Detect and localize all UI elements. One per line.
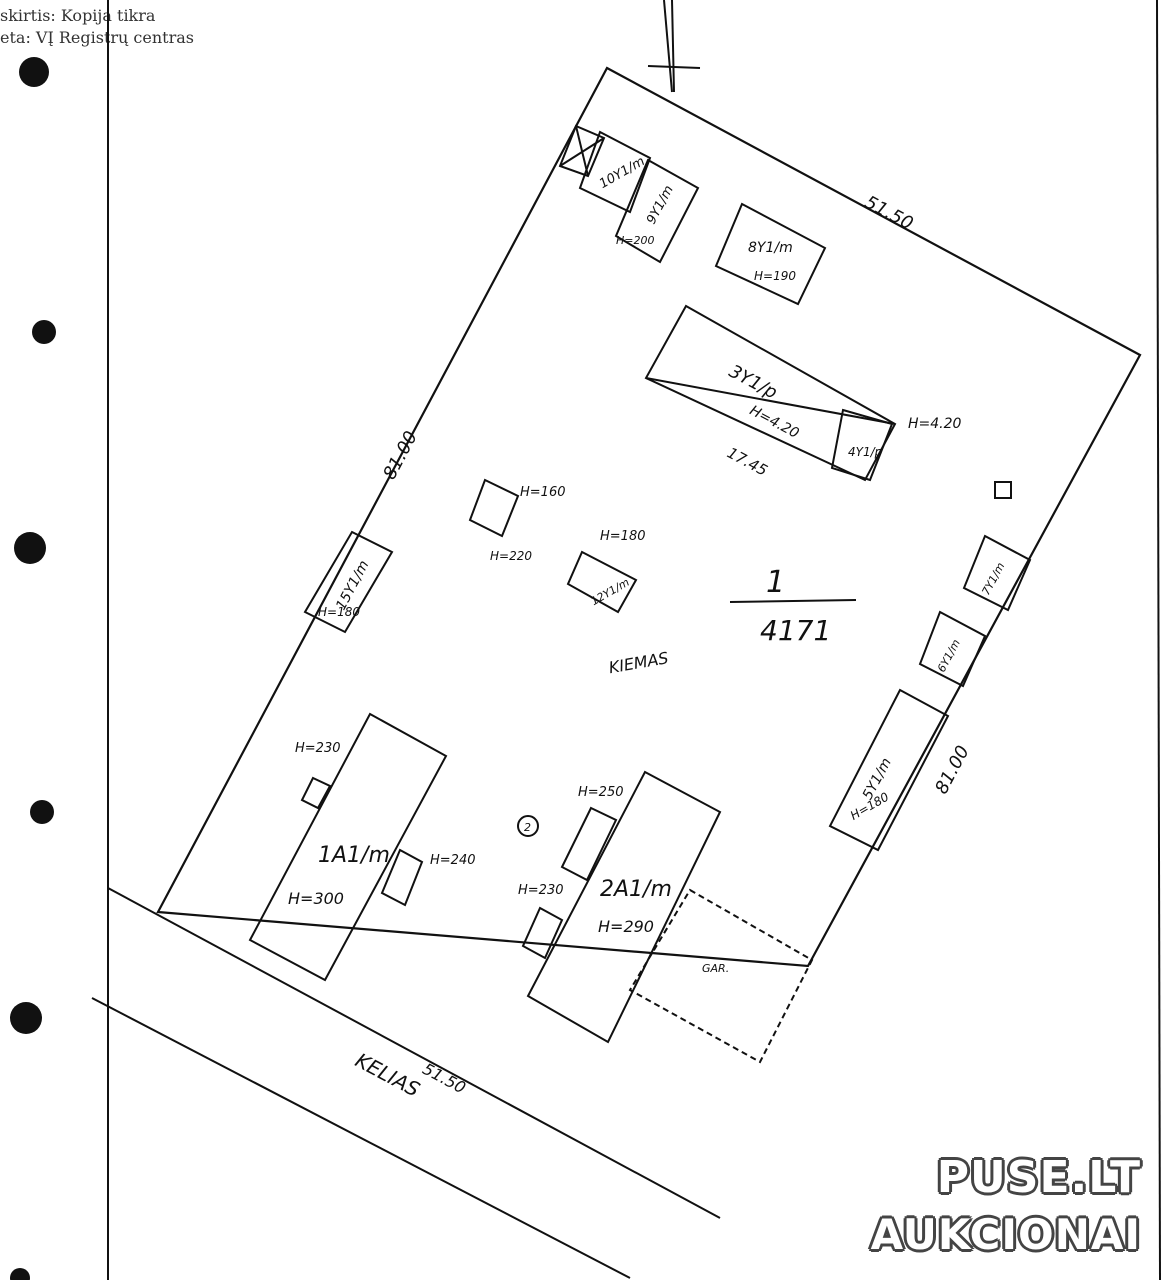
binder-hole (10, 1002, 42, 1034)
ext-1-height: H=250 (578, 785, 623, 800)
boundary-bottom-label: 51.50 (420, 1059, 469, 1097)
building-12Y-code: 12Y1/m (589, 576, 632, 608)
building-11Y-diagonal-2 (575, 125, 589, 177)
building-4Y-code: 4Y1/p (848, 445, 883, 459)
north-arrow-icon (647, 0, 701, 93)
plot-number: 1 (766, 565, 785, 600)
building-1A-code: 1A1/m (318, 843, 390, 868)
plot-area: 4171 (760, 614, 831, 647)
building-1-annex (380, 848, 424, 907)
header-line-2: eta: VĮ Registrų centras (0, 28, 194, 47)
building-2a-ext-2 (521, 906, 564, 960)
ext-1a-height: H=230 (295, 741, 340, 756)
binder-hole (30, 800, 54, 824)
building-9Y-height: H=200 (616, 234, 654, 247)
well-marker (994, 481, 1012, 499)
binder-holes (10, 57, 56, 1280)
building-12Y-height: H=180 (600, 529, 645, 544)
building-6Y (918, 610, 987, 688)
building-2a-ext-1 (560, 806, 618, 882)
binder-hole (32, 320, 56, 344)
building-8Y (714, 202, 827, 306)
yard-label: KIEMAS (607, 648, 670, 677)
annex-height: H=240 (430, 853, 475, 868)
building-7Y-code: 7Y1/m (979, 560, 1007, 597)
building-8Y-code: 8Y1/m (748, 240, 793, 256)
building-3Y-height: H=4.20 (747, 403, 802, 442)
building-2A-height: H=290 (598, 917, 654, 936)
plot-fraction-line (729, 599, 857, 603)
building-2A-code: 2A1/m (600, 877, 672, 902)
watermark-line-1: PUSE.LT (936, 1152, 1141, 1203)
garage-label: GAR. (702, 962, 729, 975)
building-8Y-height: H=190 (754, 269, 796, 283)
building-13Y (468, 478, 520, 538)
building-15Y (303, 530, 394, 634)
building-1a-extension (300, 776, 332, 810)
building-2A (526, 770, 722, 1044)
garage (628, 888, 814, 1064)
plot-boundary (156, 66, 1142, 968)
binder-hole (19, 57, 49, 87)
building-3Y-diagonal (645, 377, 896, 425)
road-label: KELIAS (351, 1048, 424, 1102)
building-5Y (828, 688, 950, 852)
building-14Y-height: H=220 (490, 549, 532, 563)
building-12Y (566, 550, 638, 614)
watermark-line-2: AUKCIONAI (870, 1210, 1141, 1259)
building-3Y-length: 17.45 (724, 444, 770, 480)
road (91, 887, 721, 1279)
ext-2-height: H=230 (518, 883, 563, 898)
building-1A-height: H=300 (288, 889, 344, 908)
building-1A (248, 712, 448, 982)
building-15Y-height: H=180 (318, 605, 360, 619)
binder-hole (14, 532, 46, 564)
boundary-top-label: 51.50 (861, 192, 916, 235)
building-3Y (644, 304, 897, 482)
point-marker-label: 2 (524, 821, 531, 834)
boundary-left-label: 81.00 (379, 428, 422, 483)
right-margin-line (1156, 0, 1161, 1280)
building-9Y-code: 9Y1/m (644, 183, 677, 227)
building-4Y-height: H=4.20 (908, 416, 962, 432)
building-4Y (830, 408, 894, 482)
binder-hole (10, 1268, 30, 1280)
boundary-right-label: 81.00 (931, 742, 974, 797)
building-7Y (962, 534, 1032, 612)
point-marker (517, 815, 539, 837)
building-6Y-code: 6Y1/m (935, 637, 963, 674)
header-line-1: skirtis: Kopija tikra (0, 6, 156, 25)
building-13Y-height: H=160 (520, 485, 565, 500)
